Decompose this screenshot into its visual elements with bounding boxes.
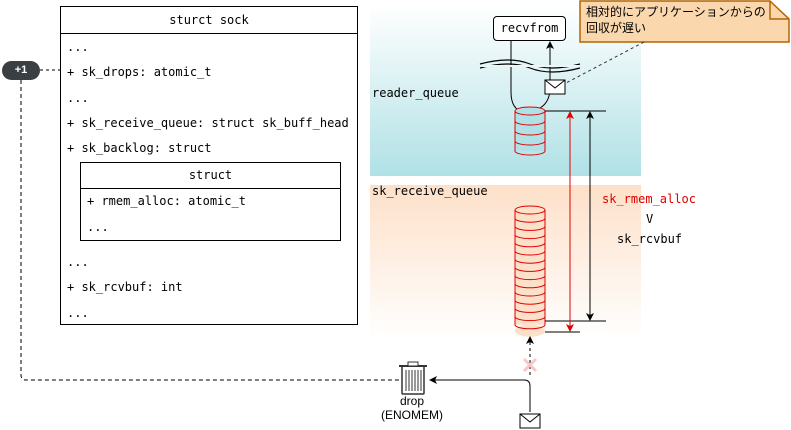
inner-struct-title: struct (81, 163, 340, 189)
envelope-icon-bottom (519, 413, 541, 429)
break-gap (480, 65, 580, 67)
field-ellipsis-3: ... (67, 255, 89, 269)
cylinder-base (515, 324, 545, 337)
inner-struct-box: struct + rmem_alloc: atomic_t ... (80, 162, 341, 241)
sk-receive-queue-label: sk_receive_queue (372, 184, 488, 198)
cylinder-body (515, 210, 545, 325)
field-ellipsis-2: ... (67, 91, 89, 105)
note-pointer (565, 41, 645, 84)
note-shape (579, 0, 790, 43)
envelope-to-drop-arrow (429, 376, 531, 412)
struct-sock-box: sturct sock ... + sk_drops: atomic_t ...… (60, 6, 358, 325)
receive-queue-cylinder (514, 205, 546, 337)
field-sk-receive-queue: + sk_receive_queue: struct sk_buff_head (67, 116, 349, 130)
field-sk-rcvbuf: + sk_rcvbuf: int (67, 280, 183, 294)
field-sk-backlog: + sk_backlog: struct (67, 141, 212, 155)
struct-sock-title: sturct sock (61, 7, 357, 34)
break-line-1 (479, 59, 581, 69)
receive-queue-zone (370, 185, 641, 340)
field-ellipsis-1: ... (67, 40, 89, 54)
note-fold (769, 1, 789, 20)
break-line-2 (479, 63, 581, 73)
increment-badge: +1 (2, 61, 40, 80)
field-ellipsis-4: ... (67, 306, 89, 320)
drop-text: drop (399, 394, 425, 408)
cylinder-top (514, 106, 546, 116)
cylinder-top (514, 205, 546, 215)
inner-field-ellipsis: ... (87, 220, 109, 234)
field-rmem-alloc: + rmem_alloc: atomic_t (87, 194, 246, 208)
note-line-1: 相対的にアプリケーションからの (586, 5, 766, 19)
cylinder-segment (514, 316, 546, 330)
sk-rcvbuf-label: sk_rcvbuf (617, 232, 683, 246)
cylinder-segment (514, 141, 546, 156)
drop-to-badge-connector (20, 80, 400, 381)
recvfrom-left-line (510, 41, 525, 113)
enomem-text: (ENOMEM) (381, 408, 443, 422)
note-callout (579, 0, 790, 43)
drop-label: drop (ENOMEM) (372, 394, 452, 422)
reader-queue-cylinder (514, 106, 546, 156)
note-text: 相対的にアプリケーションからの 回収が遅い (586, 4, 766, 36)
blocked-x-icon (522, 357, 538, 373)
recvfrom-box: recvfrom (493, 16, 566, 41)
reader-queue-label: reader_queue (372, 86, 459, 100)
trash-icon (399, 361, 427, 395)
envelope-icon-top (544, 79, 566, 95)
comparison-operator: V (646, 212, 654, 226)
note-line-2: 回収が遅い (586, 21, 647, 35)
sk-rmem-alloc-label: sk_rmem_alloc (602, 192, 696, 206)
field-sk-drops: + sk_drops: atomic_t (67, 65, 212, 79)
